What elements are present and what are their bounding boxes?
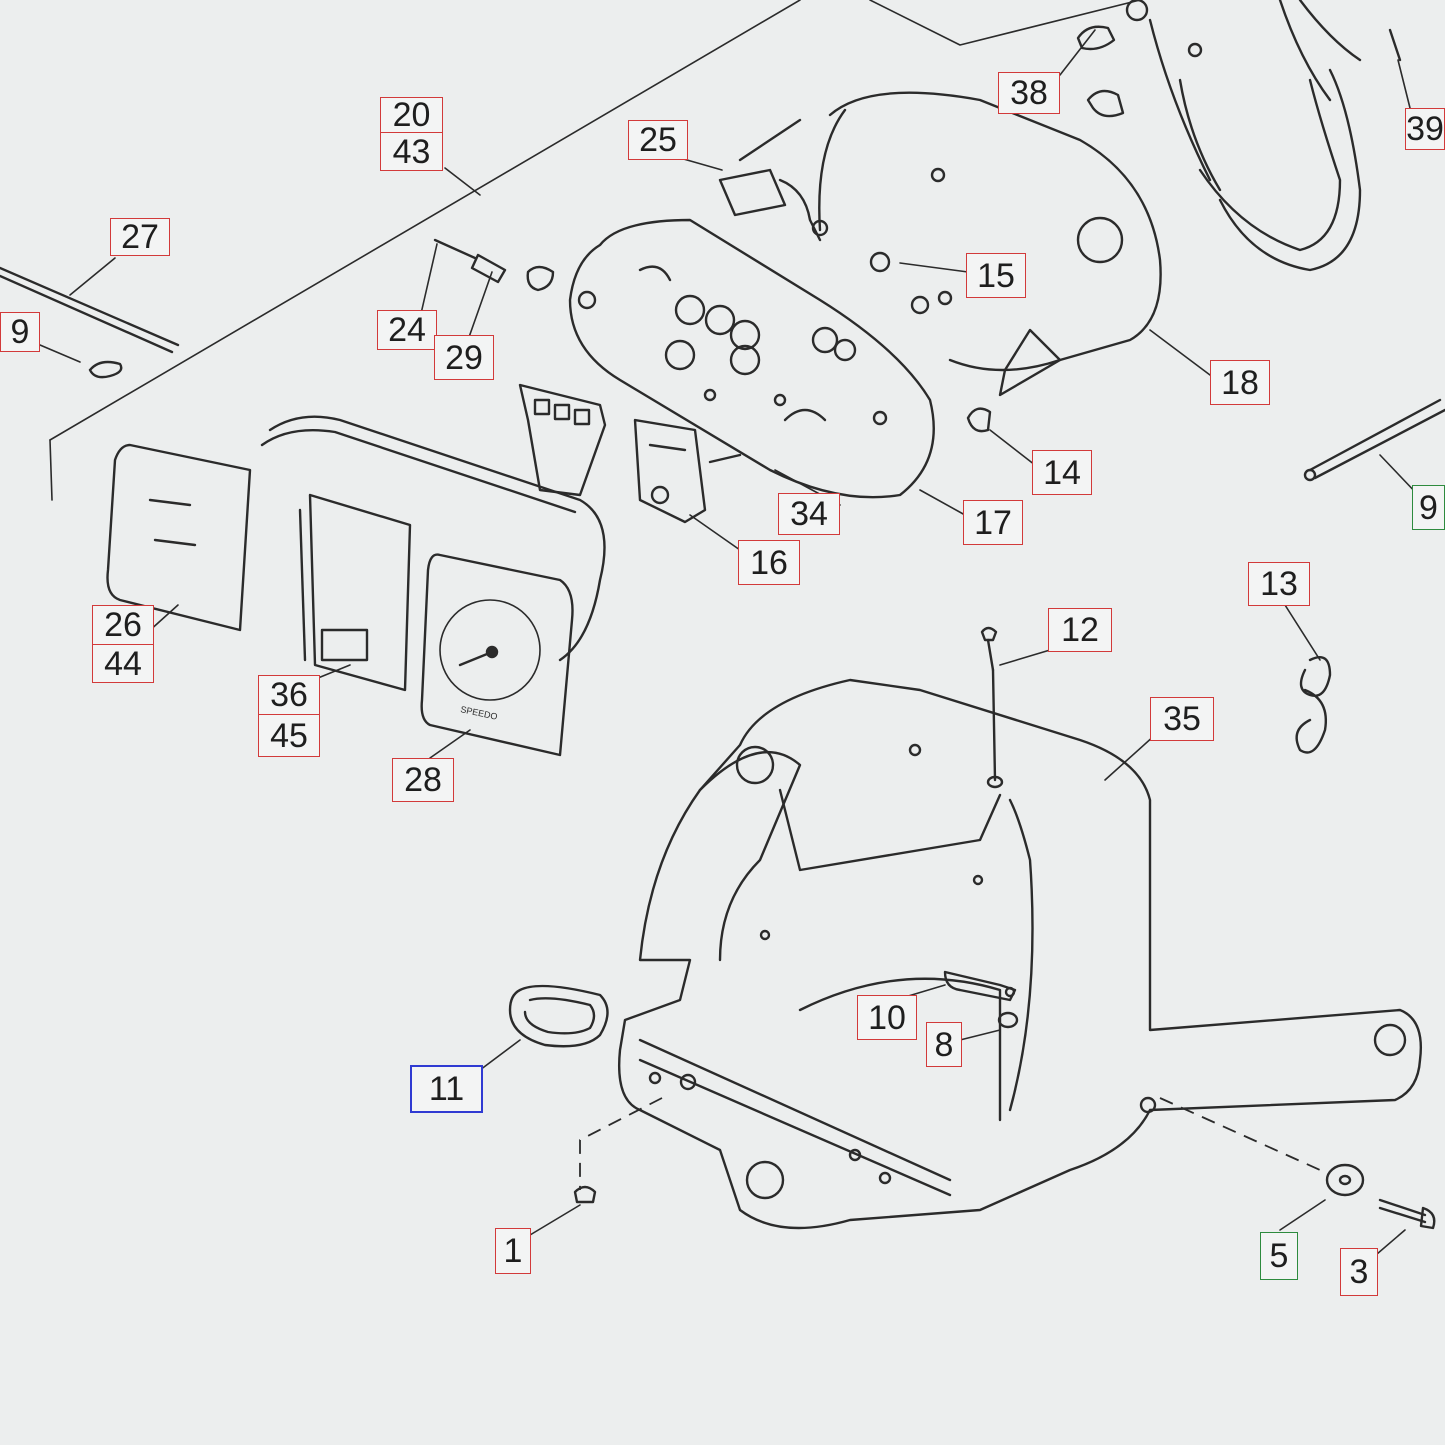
callout-stack-20-43: 20 43 [380,97,443,171]
callout-stack-26-44: 26 44 [92,605,154,683]
callout-17[interactable]: 17 [963,500,1023,545]
part-10-clamp [943,970,1017,1002]
callout-9-right[interactable]: 9 [1412,485,1445,530]
callout-28[interactable]: 28 [392,758,454,802]
part-3-screw [1378,1198,1436,1230]
callout-43[interactable]: 43 [380,133,443,171]
callout-38[interactable]: 38 [998,72,1060,114]
callout-11[interactable]: 11 [410,1065,483,1113]
part-38-bulb [1076,25,1116,51]
callout-10[interactable]: 10 [857,995,917,1040]
callout-25[interactable]: 25 [628,120,688,160]
backdrop-edge-line [49,0,801,441]
callout-3[interactable]: 3 [1340,1248,1378,1296]
part-16-module [633,418,707,524]
part-front-housing [568,218,935,499]
part-rear-housing [818,91,1162,397]
callout-24[interactable]: 24 [377,310,437,350]
part-12-screw [980,626,1004,789]
callout-18[interactable]: 18 [1210,360,1270,405]
callout-36[interactable]: 36 [258,675,320,715]
callout-9-left[interactable]: 9 [0,312,40,352]
callout-5[interactable]: 5 [1260,1232,1298,1280]
assembly-dash-left [579,1097,663,1190]
part-1-nut [573,1185,597,1204]
callout-16[interactable]: 16 [738,540,800,585]
callout-27[interactable]: 27 [110,218,170,256]
callout-14[interactable]: 14 [1032,450,1092,495]
callout-39[interactable]: 39 [1405,108,1445,150]
callout-29[interactable]: 29 [434,335,494,380]
part-28-speedometer [420,553,574,757]
part-lens-bezel [260,415,606,662]
callout-15[interactable]: 15 [966,253,1026,298]
callout-stack-36-45: 36 45 [258,675,320,757]
callout-13[interactable]: 13 [1248,562,1310,606]
assembly-dash-right [1159,1097,1321,1171]
part-screw-small [433,238,555,292]
callout-1[interactable]: 1 [495,1228,531,1274]
callout-44[interactable]: 44 [92,645,154,683]
callout-34[interactable]: 34 [778,493,840,535]
part-wire-harness [1086,0,1402,272]
part-connector [718,118,829,242]
part-8-nut [997,1011,1019,1029]
callout-12[interactable]: 12 [1048,608,1112,652]
part-26-face [106,443,252,632]
part-36-module [298,493,412,692]
callout-26[interactable]: 26 [92,605,154,645]
callout-8[interactable]: 8 [926,1022,962,1067]
speedo-face-text: SPEEDO [460,704,499,722]
part-13-clip [1295,655,1332,754]
callout-45[interactable]: 45 [258,715,320,757]
part-warning-block [518,383,607,497]
leader-lines [39,29,1421,1261]
backdrop-edge-line-top [869,0,1141,46]
part-14-bushing [966,407,992,433]
part-11-grommet [508,984,609,1048]
part-34-screw [708,453,742,464]
part-35-bracket [618,678,1422,1230]
part-rod [0,266,180,354]
part-5-washer [1325,1163,1365,1197]
part-9-rod-right [1303,398,1445,482]
callout-20[interactable]: 20 [380,97,443,133]
callout-35[interactable]: 35 [1150,697,1214,741]
